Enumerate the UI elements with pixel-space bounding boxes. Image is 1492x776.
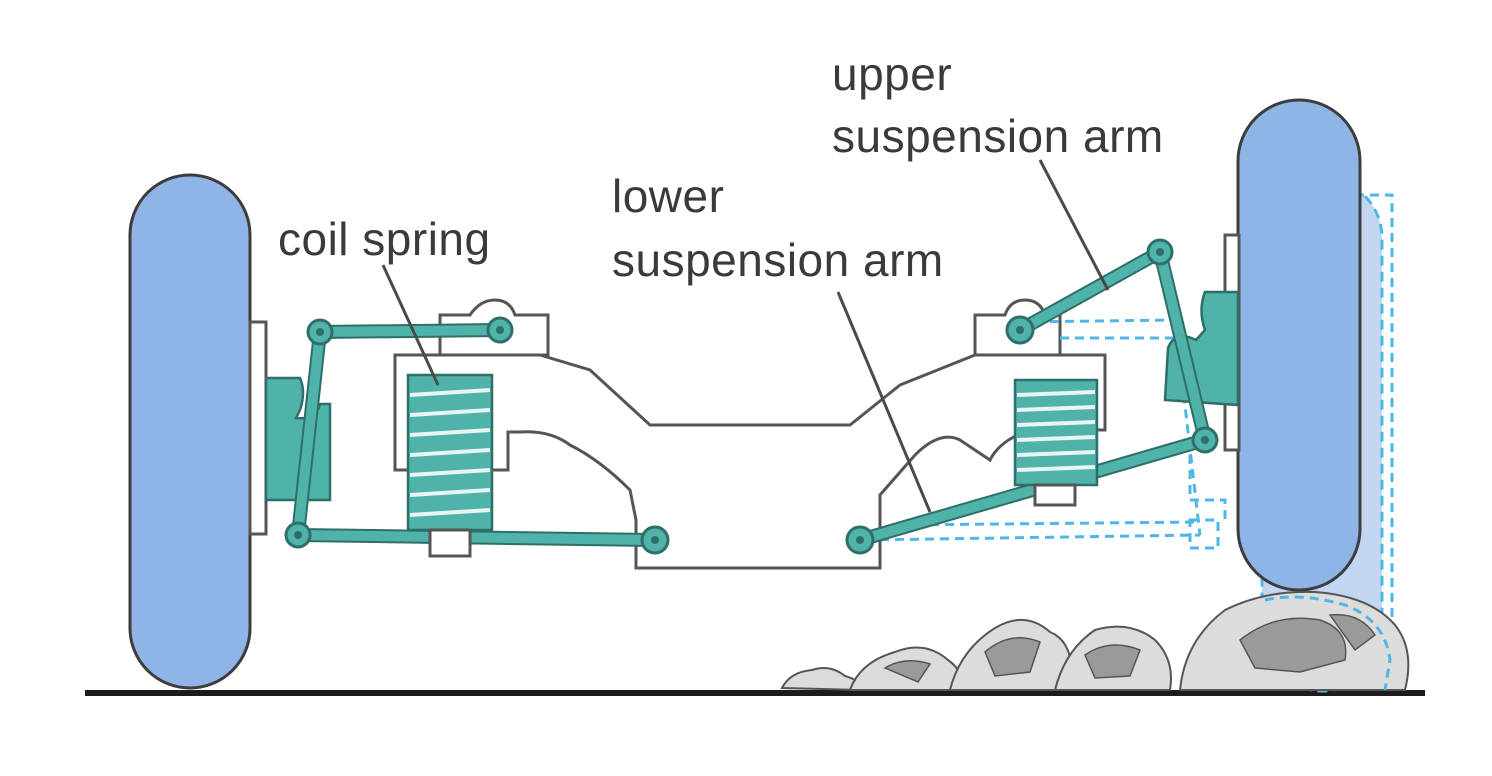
coil-spring-label: coil spring: [278, 213, 491, 265]
right-upright: [1155, 247, 1210, 445]
lower-arm-leader: [836, 291, 932, 513]
lower-arm-label-line2: suspension arm: [612, 234, 944, 286]
right-lower-arm: [855, 435, 1210, 545]
lower-arm-label-line1: lower: [612, 170, 724, 222]
left-upright: [293, 327, 325, 540]
lower-arm-label: lower suspension arm: [612, 170, 944, 286]
upper-arm-label: upper suspension arm: [832, 48, 1164, 162]
right-upper-arm: [1015, 247, 1165, 335]
right-wheel: [1236, 98, 1362, 592]
left-lower-arm: [293, 530, 660, 545]
upper-arm-leader: [1038, 159, 1110, 291]
left-coil-spring: [406, 373, 494, 558]
rocks: [780, 590, 1410, 692]
left-hub-plate: [248, 320, 268, 536]
left-stub-axle: [264, 376, 332, 502]
upper-arm-label-line1: upper: [832, 48, 952, 100]
left-upper-arm: [315, 325, 505, 337]
left-wheel: [128, 173, 252, 690]
right-coil-spring: [1013, 378, 1099, 507]
upper-arm-label-line2: suspension arm: [832, 110, 1164, 162]
coil-spring-leader: [381, 264, 440, 386]
